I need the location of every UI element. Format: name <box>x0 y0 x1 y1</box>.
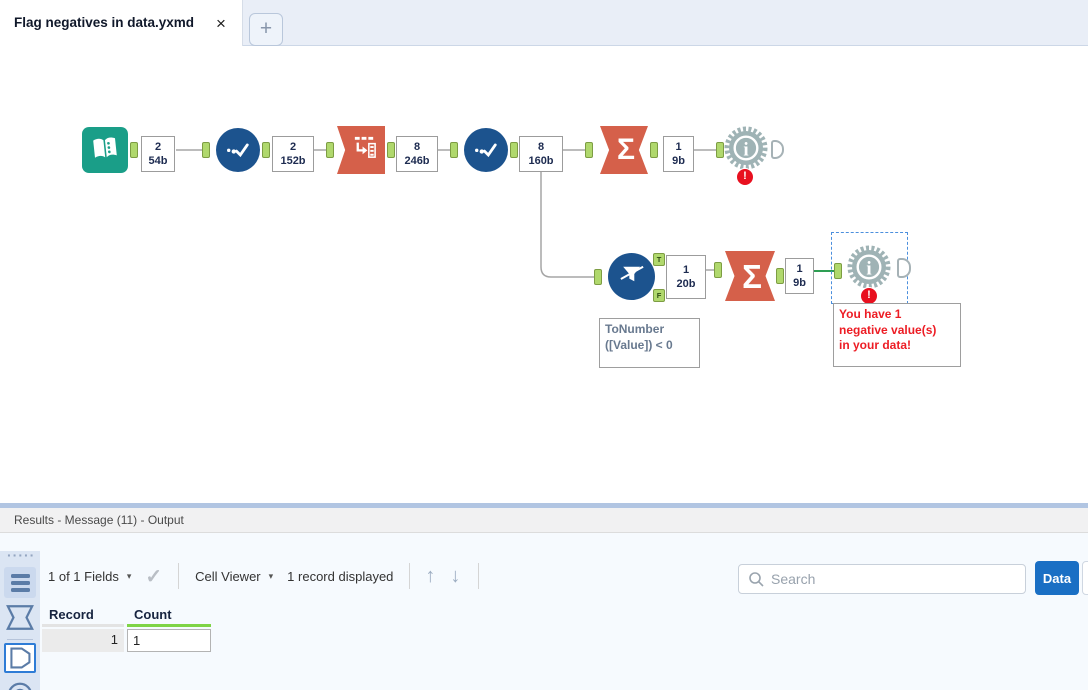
filter-expression-annotation[interactable]: ToNumber ([Value]) < 0 <box>599 318 700 368</box>
cell-viewer-dropdown[interactable]: Cell Viewer <box>195 568 261 584</box>
strip-divider <box>7 639 33 640</box>
record-count-badge[interactable]: 1 9b <box>785 258 814 294</box>
table-row[interactable]: 1 1 <box>42 629 211 652</box>
output-anchor-d[interactable] <box>897 258 911 278</box>
select-tool-1[interactable] <box>216 128 260 172</box>
filter-funnel-icon <box>614 256 650 297</box>
warning-message-annotation[interactable]: You have 1 negative value(s) in your dat… <box>833 303 961 367</box>
connection-lines <box>176 149 834 278</box>
record-count-badge[interactable]: 8 246b <box>396 136 438 172</box>
panel-splitter[interactable] <box>0 503 1088 508</box>
record-count-badge[interactable]: 1 9b <box>663 136 694 172</box>
record-count-badge[interactable]: 2 54b <box>141 136 175 172</box>
true-output-anchor[interactable]: T <box>653 253 665 266</box>
message-gear-info-icon: i <box>847 245 891 294</box>
input-anchor[interactable] <box>450 142 458 158</box>
record-count-badge[interactable]: 8 160b <box>519 136 563 172</box>
new-tab-button[interactable]: + <box>249 13 283 46</box>
summarize-anchor-icon[interactable] <box>4 602 36 633</box>
fields-dropdown[interactable]: 1 of 1 Fields <box>48 568 119 584</box>
error-badge-icon: ! <box>736 168 754 186</box>
toolbar-divider <box>478 563 480 589</box>
input-anchor[interactable] <box>716 142 724 158</box>
open-book-icon <box>87 130 123 171</box>
input-anchor[interactable] <box>202 142 210 158</box>
arrow-up-icon[interactable]: ↑ <box>425 564 436 587</box>
data-view-button[interactable]: Data <box>1035 561 1079 595</box>
tab-flag-negatives[interactable]: Flag negatives in data.yxmd × <box>0 0 243 46</box>
close-tab-icon[interactable]: × <box>216 14 226 33</box>
column-header-record[interactable]: Record <box>42 604 124 627</box>
arrow-down-icon[interactable]: ↓ <box>450 564 461 587</box>
results-table: Record Count 1 1 <box>42 604 211 652</box>
input-anchor[interactable] <box>834 263 842 279</box>
select-tool-2[interactable] <box>464 128 508 172</box>
transpose-tool[interactable] <box>337 126 385 174</box>
output-anchor-icon-selected[interactable] <box>4 643 36 673</box>
anchor-strip: ····· <box>0 551 40 690</box>
select-check-icon <box>221 131 255 170</box>
record-count-badge[interactable]: 2 152b <box>272 136 314 172</box>
svg-text:i: i <box>743 139 748 160</box>
document-tab-bar: Flag negatives in data.yxmd × + <box>0 0 1088 46</box>
drag-handle[interactable]: ····· <box>7 551 36 563</box>
record-number-cell[interactable]: 1 <box>42 629 124 652</box>
toolbar-divider <box>178 563 180 589</box>
output-anchor-d[interactable] <box>771 140 784 159</box>
table-header-row: Record Count <box>42 604 211 627</box>
output-anchor[interactable] <box>650 142 658 158</box>
results-panel: ····· 1 of 1 Fields ▾ ✓ Cell <box>0 533 1088 690</box>
search-box <box>738 564 1026 594</box>
column-header-count[interactable]: Count <box>127 604 211 627</box>
select-check-icon <box>469 131 503 170</box>
toolbar-divider <box>409 563 411 589</box>
metadata-view-button[interactable]: Metadata <box>1082 561 1088 595</box>
message-tool-2[interactable]: i <box>847 245 891 294</box>
message-gear-info-icon: i <box>724 126 768 175</box>
sigma-icon: Σ <box>742 257 762 295</box>
chevron-down-icon[interactable]: ▾ <box>126 570 132 581</box>
false-output-anchor[interactable]: F <box>653 289 665 302</box>
svg-text:i: i <box>866 258 871 279</box>
output-anchor[interactable] <box>387 142 395 158</box>
tab-title: Flag negatives in data.yxmd <box>14 15 195 30</box>
apply-check-icon[interactable]: ✓ <box>145 565 163 588</box>
input-anchor[interactable] <box>714 262 722 278</box>
filter-tool[interactable] <box>608 253 655 300</box>
record-count-badge[interactable]: 1 20b <box>666 255 706 299</box>
output-anchor[interactable] <box>510 142 518 158</box>
target-anchor-icon[interactable] <box>4 679 36 690</box>
transpose-icon <box>351 134 378 166</box>
input-anchor[interactable] <box>326 142 334 158</box>
sigma-icon: Σ <box>616 133 635 166</box>
results-toolbar: 1 of 1 Fields ▾ ✓ Cell Viewer ▾ 1 record… <box>48 556 480 596</box>
input-anchor[interactable] <box>594 269 602 285</box>
message-tool-1[interactable]: i <box>724 126 768 175</box>
output-anchor[interactable] <box>130 142 138 158</box>
input-data-tool[interactable] <box>82 127 128 173</box>
search-input[interactable] <box>771 566 1021 592</box>
output-anchor[interactable] <box>262 142 270 158</box>
output-anchor[interactable] <box>776 268 784 284</box>
search-icon <box>748 571 765 593</box>
workflow-canvas[interactable]: 2 54b 2 152b <box>0 46 1088 503</box>
chevron-down-icon[interactable]: ▾ <box>268 570 274 581</box>
records-displayed-label: 1 record displayed <box>287 568 394 584</box>
results-panel-title: Results - Message (11) - Output <box>0 508 1088 533</box>
holistic-view-icon[interactable] <box>4 567 36 598</box>
connection-select-filter-branch <box>540 172 594 278</box>
count-value-cell[interactable]: 1 <box>127 629 211 652</box>
input-anchor[interactable] <box>585 142 593 158</box>
